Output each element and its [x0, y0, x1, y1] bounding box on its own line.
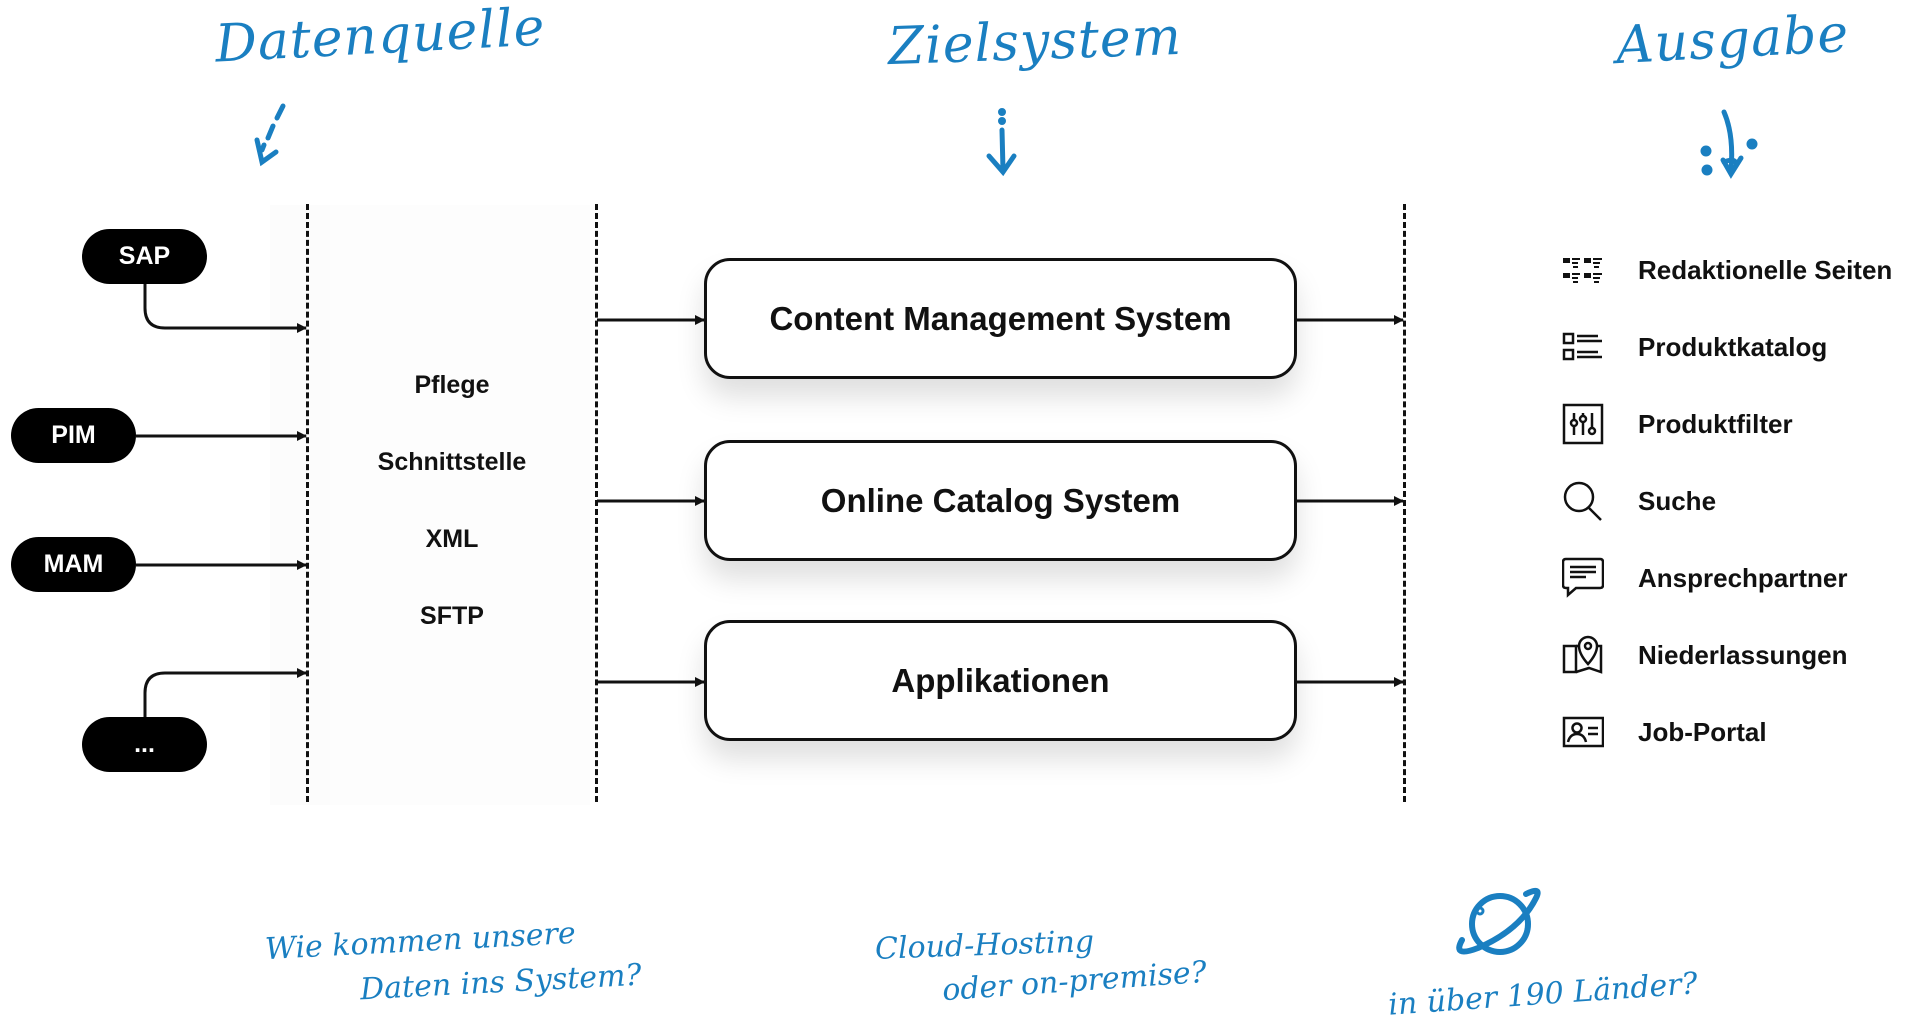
- layout-blocks-icon: [1560, 248, 1606, 292]
- system-box-apps[interactable]: Applikationen: [704, 620, 1297, 741]
- search-icon: [1560, 479, 1606, 523]
- connector-sap: [143, 284, 307, 333]
- output-item-niederlassungen[interactable]: Niederlassungen: [1560, 633, 1848, 677]
- output-item-suche[interactable]: Suche: [1560, 479, 1716, 523]
- system-label-cms: Content Management System: [769, 299, 1232, 337]
- source-pill-sap[interactable]: SAP: [82, 229, 207, 284]
- divider-source: [306, 204, 309, 802]
- output-label: Produktkatalog: [1638, 331, 1828, 362]
- map-pin-icon: [1560, 633, 1606, 677]
- id-card-icon: [1560, 710, 1606, 754]
- system-label-apps: Applikationen: [891, 661, 1110, 699]
- sliders-filter-icon: [1560, 402, 1606, 446]
- divider-output: [1403, 204, 1406, 802]
- system-label-ocs: Online Catalog System: [820, 481, 1181, 519]
- output-item-job-portal[interactable]: Job-Portal: [1560, 710, 1767, 754]
- output-label: Niederlassungen: [1638, 639, 1848, 670]
- system-box-cms[interactable]: Content Management System: [704, 258, 1297, 379]
- output-label: Suche: [1638, 485, 1717, 516]
- source-pill-mam[interactable]: MAM: [11, 537, 136, 592]
- output-label: Redaktionelle Seiten: [1638, 254, 1893, 285]
- method-xml: XML: [425, 525, 479, 553]
- method-sftp: SFTP: [420, 602, 484, 630]
- list-icon: [1560, 325, 1606, 369]
- chat-bubble-icon: [1560, 556, 1606, 600]
- arrow-ausgabe-icon: [1700, 109, 1758, 179]
- method-column-band: [330, 205, 590, 805]
- output-item-produktkatalog[interactable]: Produktkatalog: [1560, 325, 1827, 369]
- divider-transfer: [595, 204, 598, 802]
- system-box-ocs[interactable]: Online Catalog System: [704, 440, 1297, 561]
- connector-more: [143, 668, 307, 717]
- output-label: Ansprechpartner: [1638, 562, 1848, 593]
- output-label: Produktfilter: [1638, 408, 1793, 439]
- source-pill-more[interactable]: ...: [82, 717, 207, 772]
- method-pflege: Pflege: [414, 371, 490, 399]
- arrow-datenquelle-icon: [254, 103, 286, 167]
- output-item-produktfilter[interactable]: Produktfilter: [1560, 402, 1793, 446]
- method-schnittstelle: Schnittstelle: [377, 448, 527, 476]
- source-pill-pim[interactable]: PIM: [11, 408, 136, 463]
- planet-icon: [1456, 887, 1541, 955]
- output-item-ansprechpartner[interactable]: Ansprechpartner: [1560, 556, 1848, 600]
- output-label: Job-Portal: [1638, 716, 1767, 747]
- arrow-zielsystem-icon: [986, 108, 1017, 177]
- output-item-redaktionelle-seiten[interactable]: Redaktionelle Seiten: [1560, 248, 1892, 292]
